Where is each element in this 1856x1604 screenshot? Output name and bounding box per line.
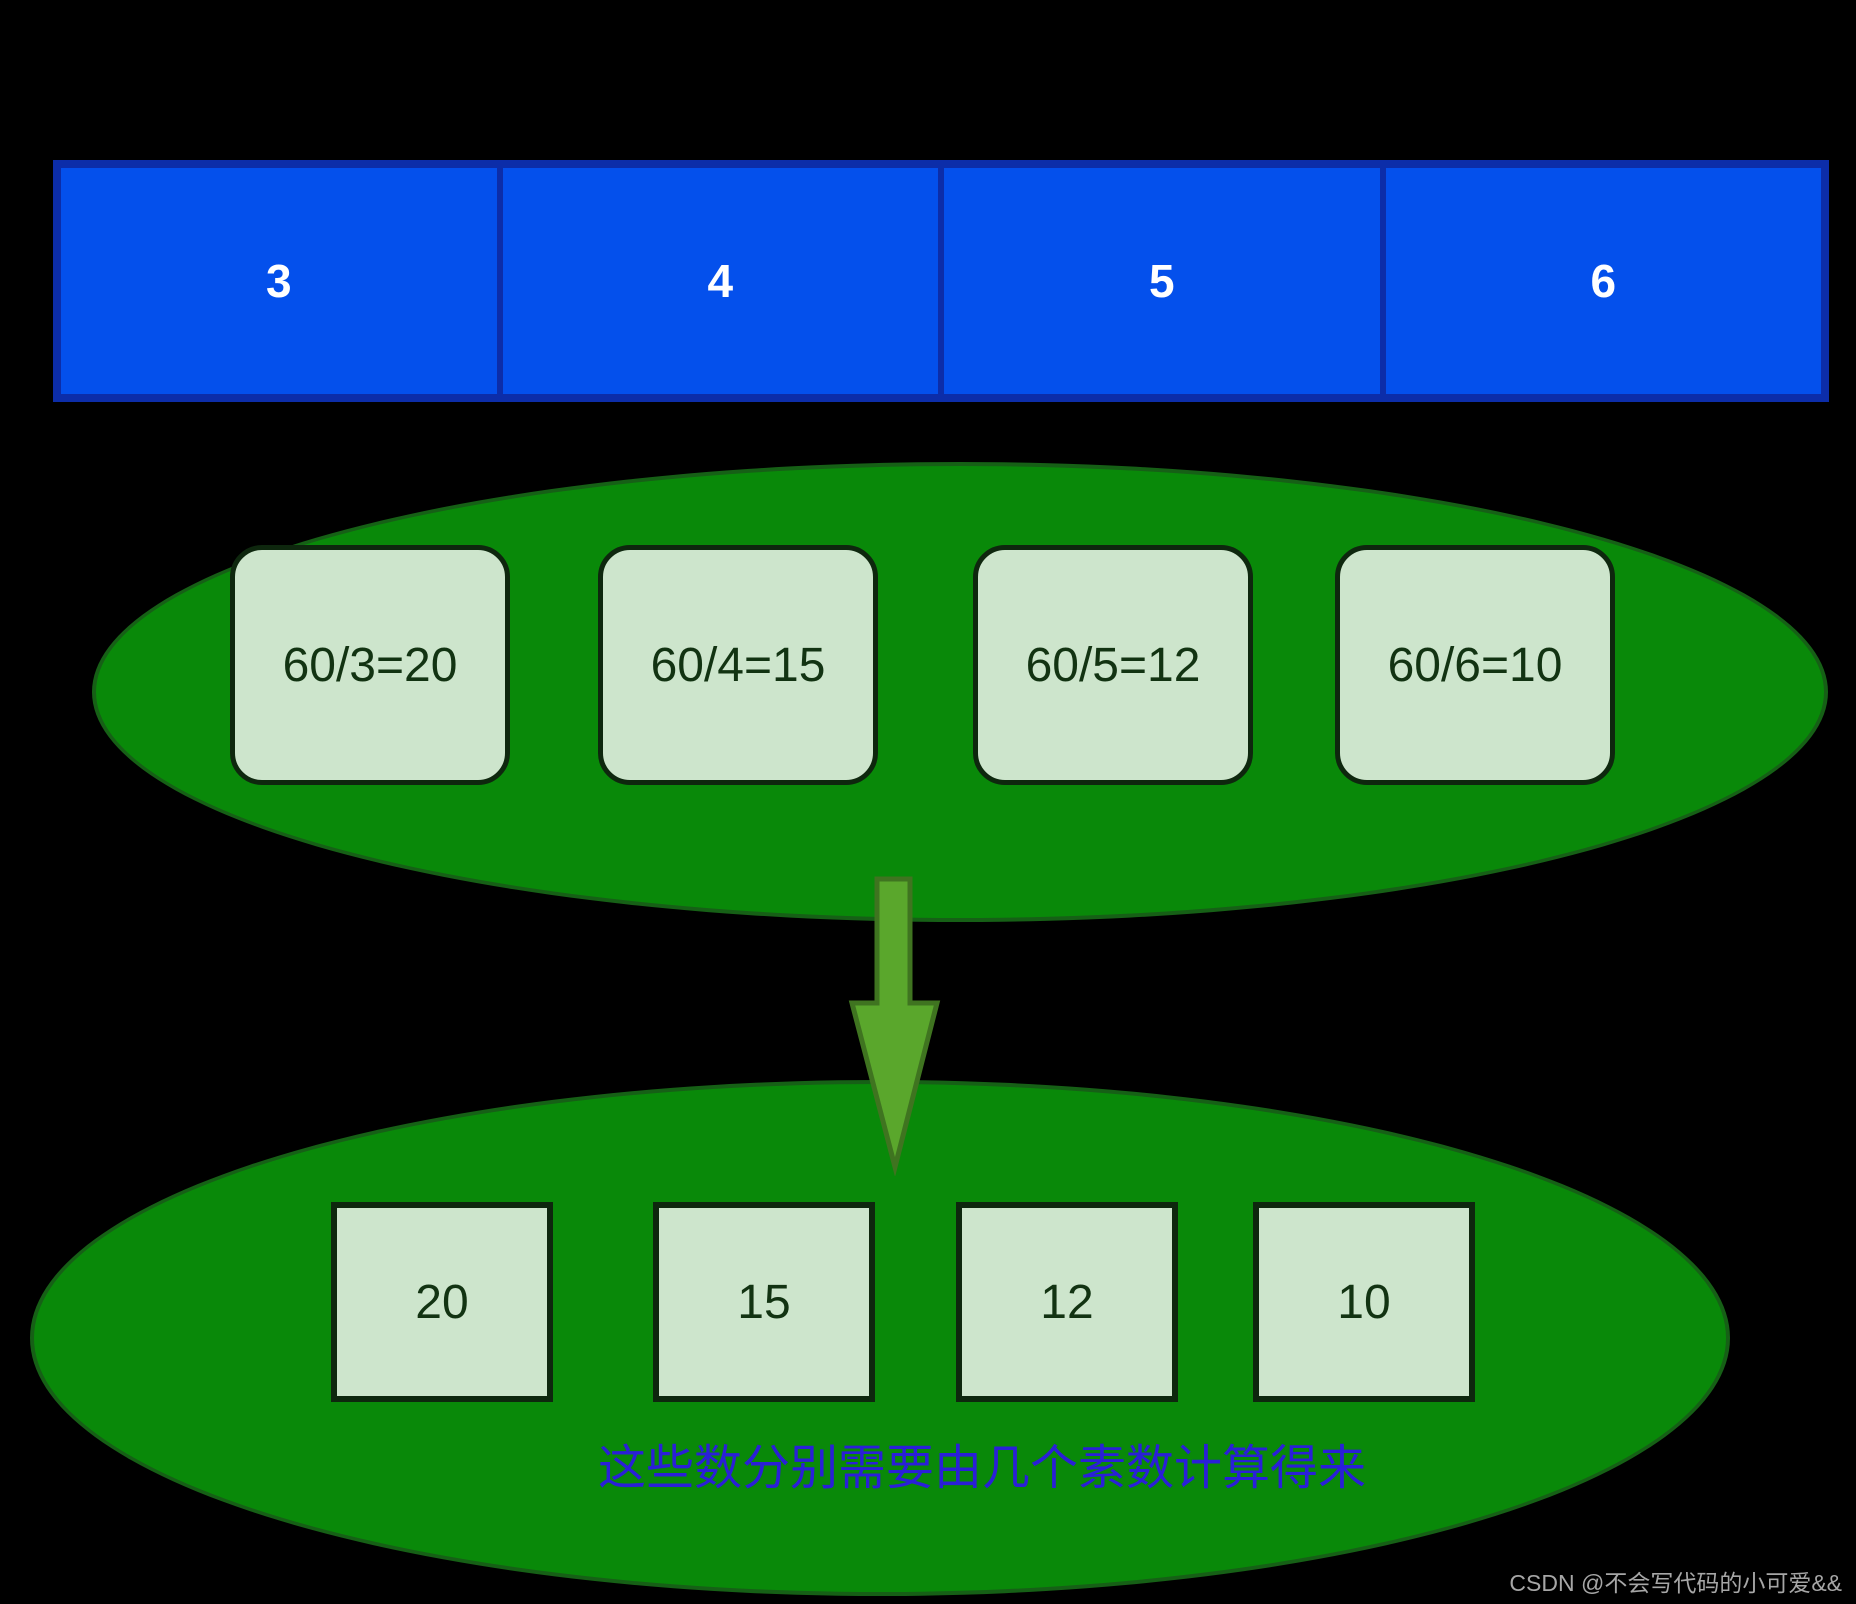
divisor-cell: 5 — [938, 168, 1380, 394]
quotient-box: 20 — [331, 1202, 553, 1402]
divisor-strip: 3 4 5 6 — [53, 160, 1829, 402]
quotient-box: 10 — [1253, 1202, 1475, 1402]
divisor-cell: 3 — [265, 255, 292, 307]
divisor-cell: 4 — [496, 168, 939, 394]
down-arrow-icon — [848, 876, 941, 1176]
caption-text: 这些数分别需要由几个素数计算得来 — [598, 1442, 1367, 1495]
watermark-text: CSDN @不会写代码的小可爱&& — [1509, 1570, 1842, 1596]
formula-box: 60/3=20 — [230, 545, 510, 785]
formula-box: 60/6=10 — [1335, 545, 1615, 785]
formula-box: 60/4=15 — [598, 545, 878, 785]
quotient-box: 15 — [653, 1202, 875, 1402]
divisor-cell: 6 — [1379, 168, 1822, 394]
quotient-box: 12 — [956, 1202, 1178, 1402]
formula-box: 60/5=12 — [973, 545, 1253, 785]
